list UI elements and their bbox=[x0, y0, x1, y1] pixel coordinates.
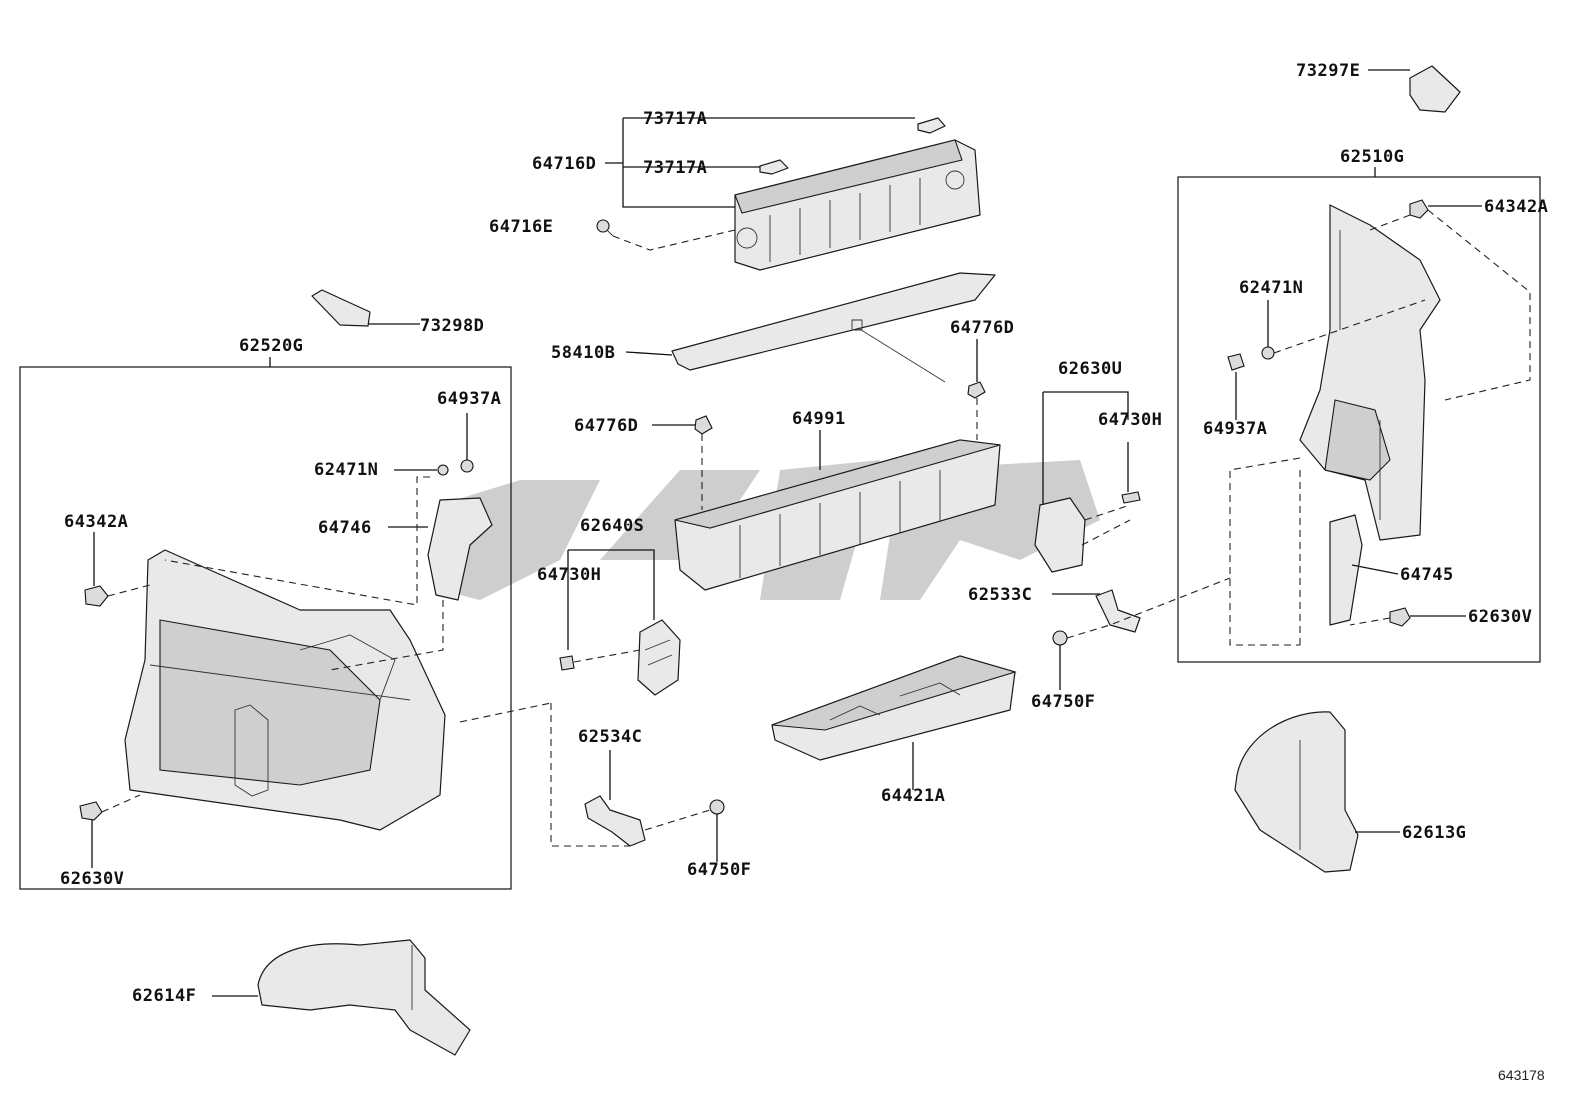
cover-62613G bbox=[1234, 711, 1359, 873]
label-64716E: 64716E bbox=[489, 217, 553, 237]
deck-trim-part bbox=[734, 139, 981, 271]
reference-number: 643178 bbox=[1498, 1067, 1545, 1083]
label-64716D: 64716D bbox=[532, 154, 596, 174]
panel-62520G bbox=[124, 549, 446, 831]
leader-64716D bbox=[605, 117, 915, 208]
part-labels: 73297E 62510G 64342A 62471N 64937A 64745… bbox=[60, 61, 1548, 1083]
bracket-62640S bbox=[637, 619, 681, 696]
label-62613G: 62613G bbox=[1402, 823, 1466, 843]
label-73297E: 73297E bbox=[1296, 61, 1360, 81]
label-64937A-left: 64937A bbox=[437, 389, 501, 409]
label-62510G: 62510G bbox=[1340, 147, 1404, 167]
clip-64750F-left bbox=[709, 799, 725, 815]
label-64776D-right: 64776D bbox=[950, 318, 1014, 338]
bracket-64746 bbox=[427, 497, 493, 601]
label-64342A-left: 64342A bbox=[64, 512, 128, 532]
dashed-guide bbox=[612, 229, 736, 251]
label-64421A: 64421A bbox=[881, 786, 945, 806]
cover-62630U bbox=[1034, 497, 1086, 573]
tray-64991 bbox=[674, 439, 1001, 591]
label-64750F-left: 64750F bbox=[687, 860, 751, 880]
clip-64776D-right bbox=[967, 381, 986, 399]
clip-62471N-right bbox=[1261, 346, 1275, 360]
clip-64937A-left bbox=[460, 459, 474, 473]
tray-64421A bbox=[771, 655, 1017, 761]
clip-64716E bbox=[596, 219, 614, 237]
label-64991: 64991 bbox=[792, 409, 846, 429]
label-64730H-left: 64730H bbox=[537, 565, 601, 585]
screw-64730H-left bbox=[559, 655, 575, 671]
label-64745: 64745 bbox=[1400, 565, 1454, 585]
label-62534C: 62534C bbox=[578, 727, 642, 747]
label-62630U: 62630U bbox=[1058, 359, 1122, 379]
clip-64937A-right bbox=[1227, 353, 1245, 371]
label-62630V-left: 62630V bbox=[60, 869, 124, 889]
trim-73298D bbox=[311, 289, 371, 327]
bracket-62533C bbox=[1095, 589, 1141, 633]
label-62614F: 62614F bbox=[132, 986, 196, 1006]
clip-64342A-left bbox=[84, 585, 109, 607]
screw-64730H-right bbox=[1121, 491, 1141, 504]
clip-64750F-right bbox=[1052, 630, 1068, 646]
label-62471N-left: 62471N bbox=[314, 460, 378, 480]
label-73717A-upper: 73717A bbox=[643, 109, 707, 129]
trim-64745 bbox=[1329, 514, 1363, 626]
label-64776D-left: 64776D bbox=[574, 416, 638, 436]
group-box-left bbox=[19, 366, 512, 890]
label-62520G: 62520G bbox=[239, 336, 303, 356]
clip-64776D-left bbox=[694, 415, 713, 435]
cap-73717A-lower bbox=[759, 159, 789, 175]
clip-62471N-left bbox=[437, 464, 449, 476]
clip-62630V-left bbox=[79, 801, 103, 821]
cover-62614F bbox=[257, 939, 471, 1056]
cap-73717A-upper bbox=[917, 117, 946, 134]
label-62533C: 62533C bbox=[968, 585, 1032, 605]
label-62640S: 62640S bbox=[580, 516, 644, 536]
label-64750F-right: 64750F bbox=[1031, 692, 1095, 712]
label-64342A-right: 64342A bbox=[1484, 197, 1548, 217]
board-58410B bbox=[671, 272, 996, 383]
cap-73297E bbox=[1409, 65, 1461, 113]
label-73717A-lower: 73717A bbox=[643, 158, 707, 178]
panel-62510G bbox=[1299, 204, 1441, 541]
bracket-62534C bbox=[584, 795, 646, 847]
clip-64342A-right bbox=[1409, 199, 1429, 219]
label-64746: 64746 bbox=[318, 518, 372, 538]
label-64730H-right: 64730H bbox=[1098, 410, 1162, 430]
group-box-right bbox=[1177, 176, 1541, 663]
label-58410B: 58410B bbox=[551, 343, 615, 363]
label-64937A-right: 64937A bbox=[1203, 419, 1267, 439]
clip-62630V-right bbox=[1389, 607, 1411, 627]
label-62630V-right: 62630V bbox=[1468, 607, 1532, 627]
label-73298D: 73298D bbox=[420, 316, 484, 336]
label-62471N-right: 62471N bbox=[1239, 278, 1303, 298]
